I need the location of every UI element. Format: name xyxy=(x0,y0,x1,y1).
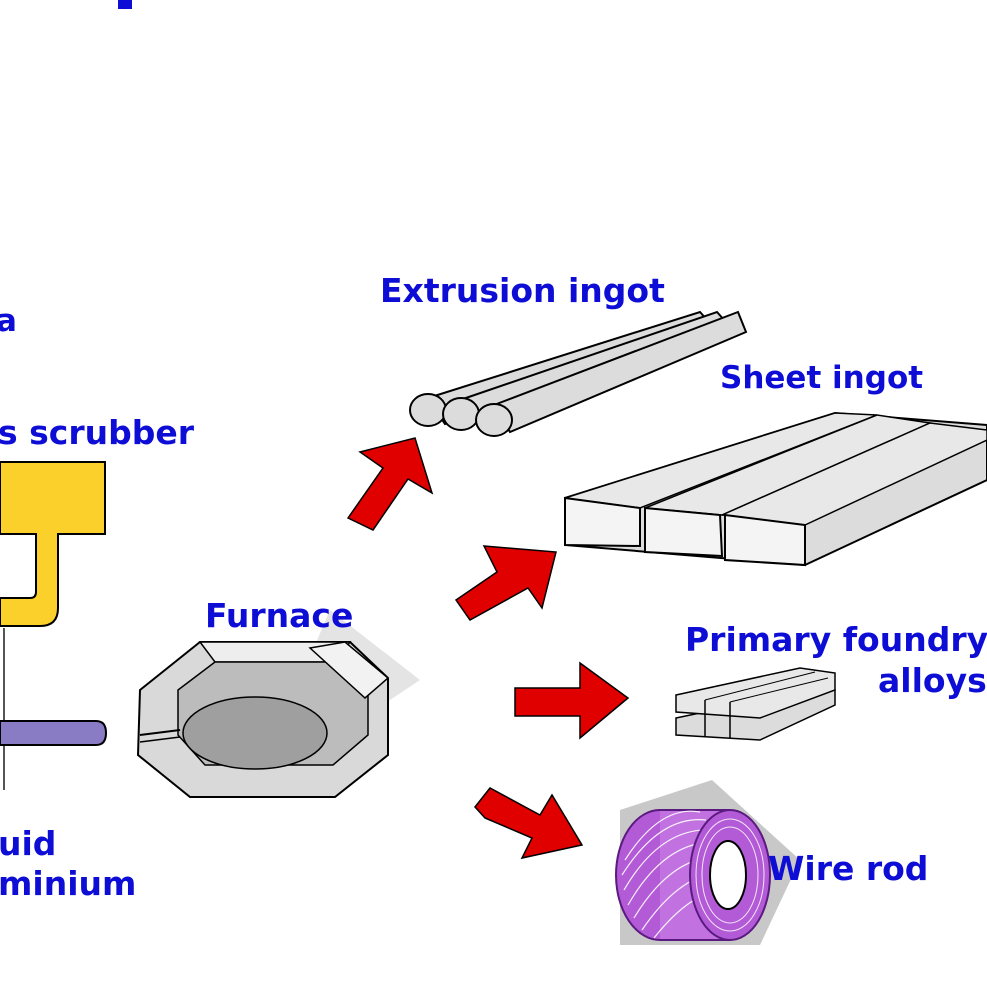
arrow-to-sheet xyxy=(454,545,557,621)
foundry-alloys-illustration xyxy=(675,667,836,741)
label-primary-foundry: Primary foundry xyxy=(685,620,987,659)
liquid-aluminium-pipe xyxy=(0,720,108,746)
sheet-ingot-illustration xyxy=(564,411,987,567)
furnace-illustration xyxy=(136,610,420,798)
arrow-to-wire-rod xyxy=(474,787,584,860)
label-wire-rod: Wire rod xyxy=(768,849,928,888)
label-alloys: alloys xyxy=(878,661,987,700)
label-furnace: Furnace xyxy=(205,596,353,635)
gas-scrubber-illustration xyxy=(0,461,106,627)
label-sheet-ingot: Sheet ingot xyxy=(720,360,923,396)
label-gas-scrubber: s scrubber xyxy=(0,413,195,452)
label-a: a xyxy=(0,303,17,339)
extrusion-ingot-illustration xyxy=(409,310,748,437)
label-aluminium: minium xyxy=(0,864,136,903)
label-extrusion-ingot: Extrusion ingot xyxy=(380,271,665,310)
arrow-to-extrusion xyxy=(346,437,434,531)
arrow-to-foundry xyxy=(514,661,630,740)
label-liquid: uid xyxy=(0,824,56,863)
wire-rod-illustration xyxy=(615,780,800,945)
title-fragment xyxy=(118,0,132,9)
